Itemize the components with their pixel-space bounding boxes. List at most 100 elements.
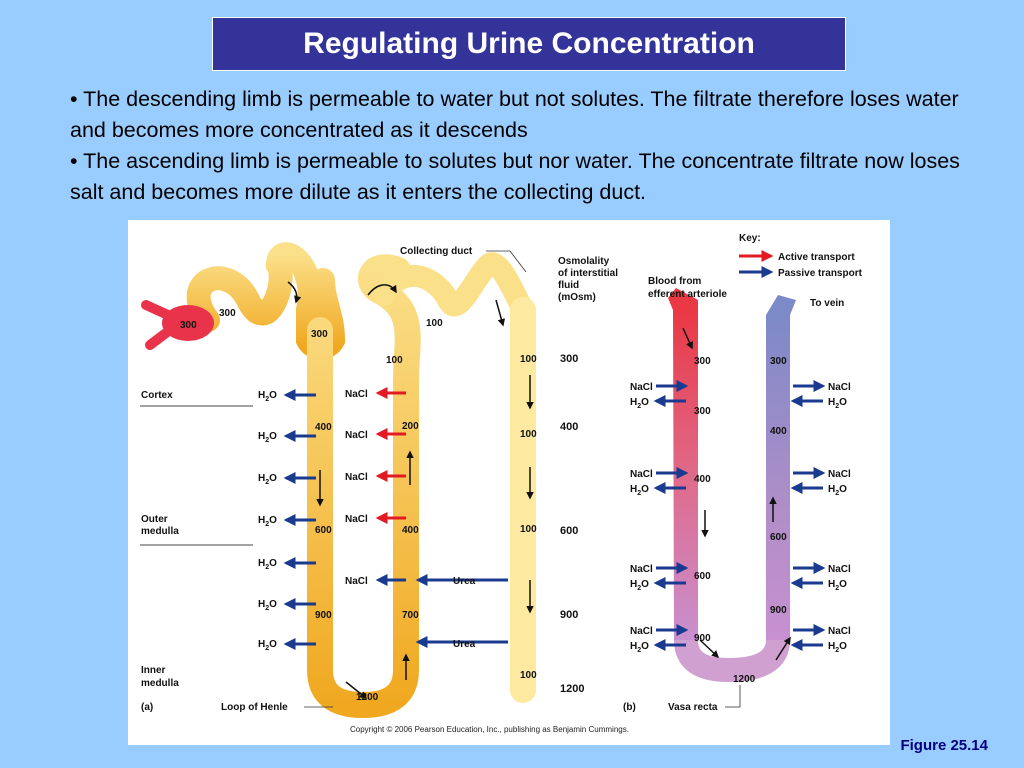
svg-text:NaCl: NaCl bbox=[345, 514, 368, 525]
svg-text:400: 400 bbox=[560, 421, 578, 433]
inner-medulla-line-2: medulla bbox=[141, 678, 179, 689]
vasa-recta-label: Vasa recta bbox=[668, 702, 718, 713]
legend-passive-label: Passive transport bbox=[778, 268, 863, 279]
blood-from-line-2: efferent arteriole bbox=[648, 289, 727, 300]
vr-arrow-3 bbox=[699, 639, 720, 659]
vasa-recta-inlet bbox=[668, 288, 698, 310]
legend-title: Key: bbox=[739, 233, 761, 244]
kidney-diagram: 300 300 300 400 600 900 1200 100 100 200… bbox=[140, 233, 863, 734]
copyright-text: Copyright © 2006 Pearson Education, Inc.… bbox=[350, 725, 629, 734]
svg-text:NaCl: NaCl bbox=[630, 382, 653, 393]
svg-text:H2O: H2O bbox=[258, 558, 277, 571]
nacl-labels: NaCl NaCl NaCl NaCl NaCl bbox=[345, 389, 368, 587]
svg-text:H2O: H2O bbox=[828, 484, 847, 497]
svg-text:NaCl: NaCl bbox=[630, 626, 653, 637]
svg-text:NaCl: NaCl bbox=[345, 472, 368, 483]
dct-arrow bbox=[495, 299, 505, 327]
glomerulus bbox=[162, 305, 214, 341]
svg-text:300: 300 bbox=[770, 356, 787, 367]
osmolality-line-1: Osmolality bbox=[558, 256, 610, 267]
svg-text:H2O: H2O bbox=[630, 579, 649, 592]
loop-of-henle-tube bbox=[307, 254, 421, 719]
svg-text:NaCl: NaCl bbox=[828, 564, 851, 575]
collecting-duct-label: Collecting duct bbox=[400, 246, 473, 257]
vr-right-labels: NaCl H2O NaCl H2O NaCl H2O NaCl H2O bbox=[828, 382, 851, 654]
svg-text:NaCl: NaCl bbox=[828, 626, 851, 637]
svg-text:H2O: H2O bbox=[828, 579, 847, 592]
desc-value-400: 400 bbox=[315, 422, 332, 433]
vr-arrow-1 bbox=[682, 327, 693, 350]
panel-b-label: (b) bbox=[623, 702, 636, 713]
vasa-recta-bottom bbox=[674, 315, 790, 683]
vr-arrow-5 bbox=[775, 636, 791, 661]
svg-text:H2O: H2O bbox=[630, 397, 649, 410]
h2o-labels: H2O H2O H2O H2O H2O H2O H2O bbox=[258, 390, 277, 652]
svg-text:H2O: H2O bbox=[630, 641, 649, 654]
cd-value-4: 100 bbox=[520, 670, 537, 681]
kidney-diagram-figure: 300 300 300 400 600 900 1200 100 100 200… bbox=[128, 220, 890, 745]
to-vein-label: To vein bbox=[810, 298, 844, 309]
svg-text:600: 600 bbox=[770, 532, 787, 543]
svg-text:1200: 1200 bbox=[733, 674, 756, 685]
vasa-recta-outlet bbox=[766, 295, 796, 315]
svg-text:400: 400 bbox=[694, 474, 711, 485]
svg-text:900: 900 bbox=[560, 609, 578, 621]
pct-arrow bbox=[287, 281, 302, 304]
svg-text:H2O: H2O bbox=[258, 390, 277, 403]
loop-flow-arrow bbox=[345, 681, 368, 699]
svg-text:600: 600 bbox=[560, 525, 578, 537]
svg-text:H2O: H2O bbox=[828, 641, 847, 654]
svg-text:900: 900 bbox=[694, 633, 711, 644]
svg-text:H2O: H2O bbox=[258, 599, 277, 612]
svg-text:NaCl: NaCl bbox=[345, 576, 368, 587]
svg-text:NaCl: NaCl bbox=[345, 430, 368, 441]
asc-top-arrow bbox=[367, 284, 397, 296]
svg-text:H2O: H2O bbox=[258, 639, 277, 652]
urea-labels: Urea Urea bbox=[453, 576, 476, 650]
blood-from-line-1: Blood from bbox=[648, 276, 701, 287]
figure-caption: Figure 25.14 bbox=[900, 737, 988, 754]
vr-exchange-arrows-left bbox=[653, 380, 689, 651]
svg-text:H2O: H2O bbox=[828, 397, 847, 410]
cortex-label: Cortex bbox=[141, 390, 173, 401]
asc-value-400: 400 bbox=[402, 525, 419, 536]
svg-text:NaCl: NaCl bbox=[630, 564, 653, 575]
cd-value-2: 100 bbox=[520, 429, 537, 440]
svg-text:400: 400 bbox=[770, 426, 787, 437]
svg-text:NaCl: NaCl bbox=[828, 382, 851, 393]
asc-value-700: 700 bbox=[402, 610, 419, 621]
svg-text:H2O: H2O bbox=[630, 484, 649, 497]
svg-text:600: 600 bbox=[694, 571, 711, 582]
svg-text:NaCl: NaCl bbox=[345, 389, 368, 400]
legend-active-label: Active transport bbox=[778, 252, 855, 263]
bullet-descending-limb: • The descending limb is permeable to wa… bbox=[70, 87, 959, 142]
bullet-list: • The descending limb is permeable to wa… bbox=[70, 84, 990, 208]
asc-top-value: 100 bbox=[426, 318, 443, 329]
svg-text:Urea: Urea bbox=[453, 576, 476, 587]
legend: Key: Active transport Passive transport bbox=[739, 233, 863, 279]
svg-text:900: 900 bbox=[770, 605, 787, 616]
asc-top-value-2: 100 bbox=[386, 355, 403, 366]
svg-text:H2O: H2O bbox=[258, 473, 277, 486]
loop-of-henle-label: Loop of Henle bbox=[221, 702, 288, 713]
svg-text:1200: 1200 bbox=[560, 683, 584, 695]
asc-value-200: 200 bbox=[402, 421, 419, 432]
svg-text:300: 300 bbox=[694, 406, 711, 417]
svg-text:300: 300 bbox=[560, 353, 578, 365]
h2o-arrows bbox=[283, 389, 316, 650]
svg-text:H2O: H2O bbox=[258, 431, 277, 444]
panel-a-label: (a) bbox=[141, 702, 153, 713]
loop-bottom-value: 1200 bbox=[356, 692, 379, 703]
svg-text:H2O: H2O bbox=[258, 515, 277, 528]
outer-medulla-line-2: medulla bbox=[141, 526, 179, 537]
urea-arrows bbox=[415, 574, 508, 648]
cd-value-3: 100 bbox=[520, 524, 537, 535]
slide-title: Regulating Urine Concentration bbox=[212, 17, 846, 71]
vr-exchange-arrows-right bbox=[790, 380, 826, 651]
afferent-vessel bbox=[141, 300, 175, 350]
osmolality-line-3: fluid bbox=[558, 280, 579, 291]
nacl-active-arrows bbox=[375, 387, 406, 524]
inner-medulla-line-1: Inner bbox=[141, 665, 166, 676]
svg-text:300: 300 bbox=[694, 356, 711, 367]
cd-value-1: 100 bbox=[520, 354, 537, 365]
